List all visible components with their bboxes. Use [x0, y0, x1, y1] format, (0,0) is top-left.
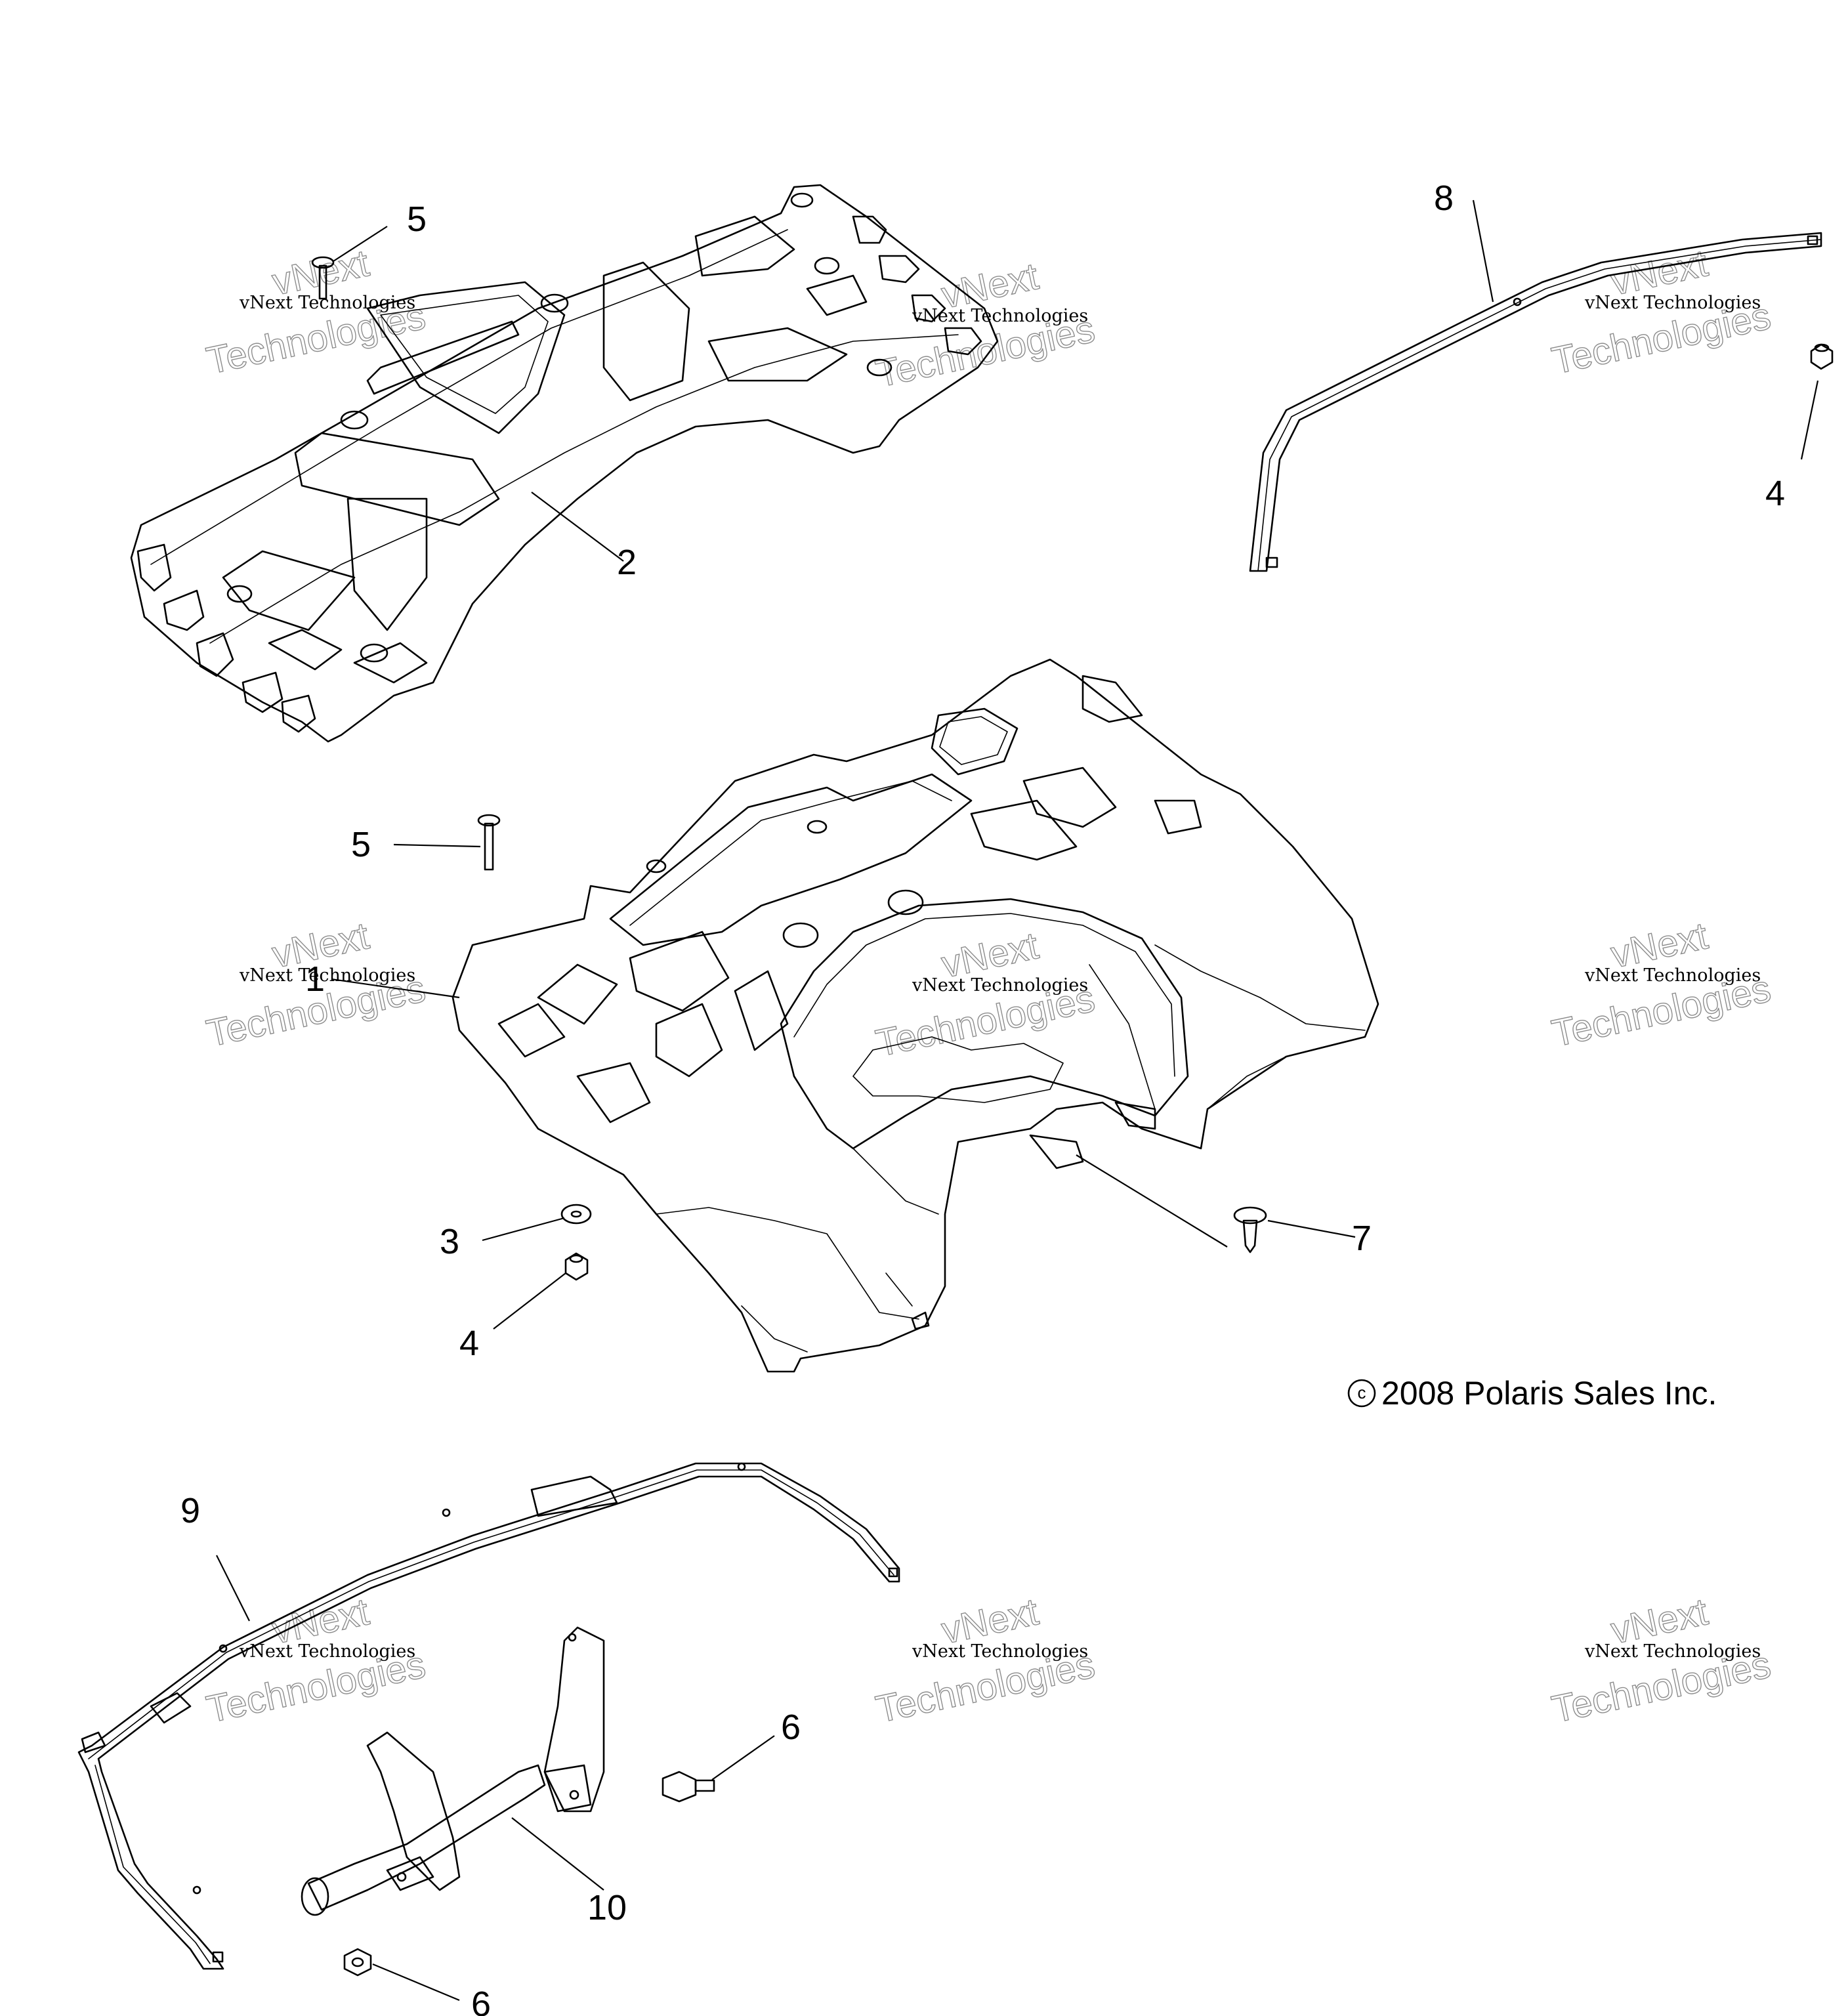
watermark-line: vNext Technologies [912, 306, 1088, 326]
callout-4-top: 4 [1765, 474, 1785, 513]
callout-7: 7 [1352, 1219, 1372, 1258]
watermark-7: vNext Technologies vNext Technologies [202, 1590, 429, 1732]
callout-1: 1 [305, 959, 325, 999]
part-8-support-bar [1249, 232, 1822, 572]
copyright-notice: c 2008 Polaris Sales Inc. [1347, 1375, 1717, 1412]
watermark-line: vNext Technologies [1584, 1641, 1761, 1662]
callout-10: 10 [587, 1888, 627, 1927]
fastener-7-rivet [1233, 1206, 1267, 1253]
watermark-line: vNext Technologies [912, 1641, 1088, 1662]
watermark-line: vNext Technologies [239, 965, 415, 986]
watermark-line: vNext Technologies [912, 975, 1088, 996]
part-2-rear-rack [130, 184, 999, 743]
fastener-6-right-bolt [662, 1771, 715, 1803]
copyright-symbol: c [1358, 1383, 1366, 1402]
watermark-9: vNext Technologies vNext Technologies [1547, 1590, 1774, 1732]
callout-3: 3 [440, 1222, 459, 1261]
copyright-text: 2008 Polaris Sales Inc. [1381, 1375, 1717, 1412]
watermark-4: vNext Technologies vNext Technologies [202, 914, 429, 1056]
watermark-3: vNext Technologies vNext Technologies [1547, 242, 1774, 383]
watermark-line: vNext Technologies [239, 1641, 415, 1662]
part-9-rear-bar [77, 1462, 900, 1970]
callout-labels: 5 2 8 4 5 1 3 4 7 9 6 10 6 [180, 178, 1785, 2016]
watermark-6: vNext Technologies vNext Technologies [1547, 914, 1774, 1056]
watermark-1: vNext Technologies vNext Technologies [202, 242, 429, 383]
watermark-line: vNext Technologies [1584, 965, 1761, 986]
fastener-4-top-nut [1810, 343, 1834, 370]
part-1-rear-fender [452, 658, 1379, 1373]
fastener-5-middle-bolt [477, 814, 501, 871]
callout-9: 9 [180, 1491, 200, 1530]
watermark-line: vNext Technologies [239, 293, 415, 313]
part-10-hitch-bracket [301, 1626, 605, 1916]
callout-5-top: 5 [407, 200, 427, 239]
callout-2: 2 [617, 543, 637, 582]
callout-5-middle: 5 [351, 825, 371, 864]
callout-6-right: 6 [781, 1708, 801, 1747]
fastener-4-center-nut [564, 1252, 589, 1281]
watermark-line: vNext Technologies [1584, 293, 1761, 313]
callout-8: 8 [1434, 178, 1454, 218]
watermark-8: vNext Technologies vNext Technologies [872, 1590, 1099, 1732]
copyright-circle [1347, 1379, 1376, 1408]
callout-6-bottom: 6 [471, 1984, 491, 2016]
callout-4-center: 4 [459, 1324, 479, 1363]
fastener-5-top-bolt [311, 256, 335, 300]
leader-lines [216, 200, 1819, 2002]
fastener-6-bottom-bolt [343, 1948, 372, 1977]
fastener-3-washer [560, 1204, 592, 1225]
